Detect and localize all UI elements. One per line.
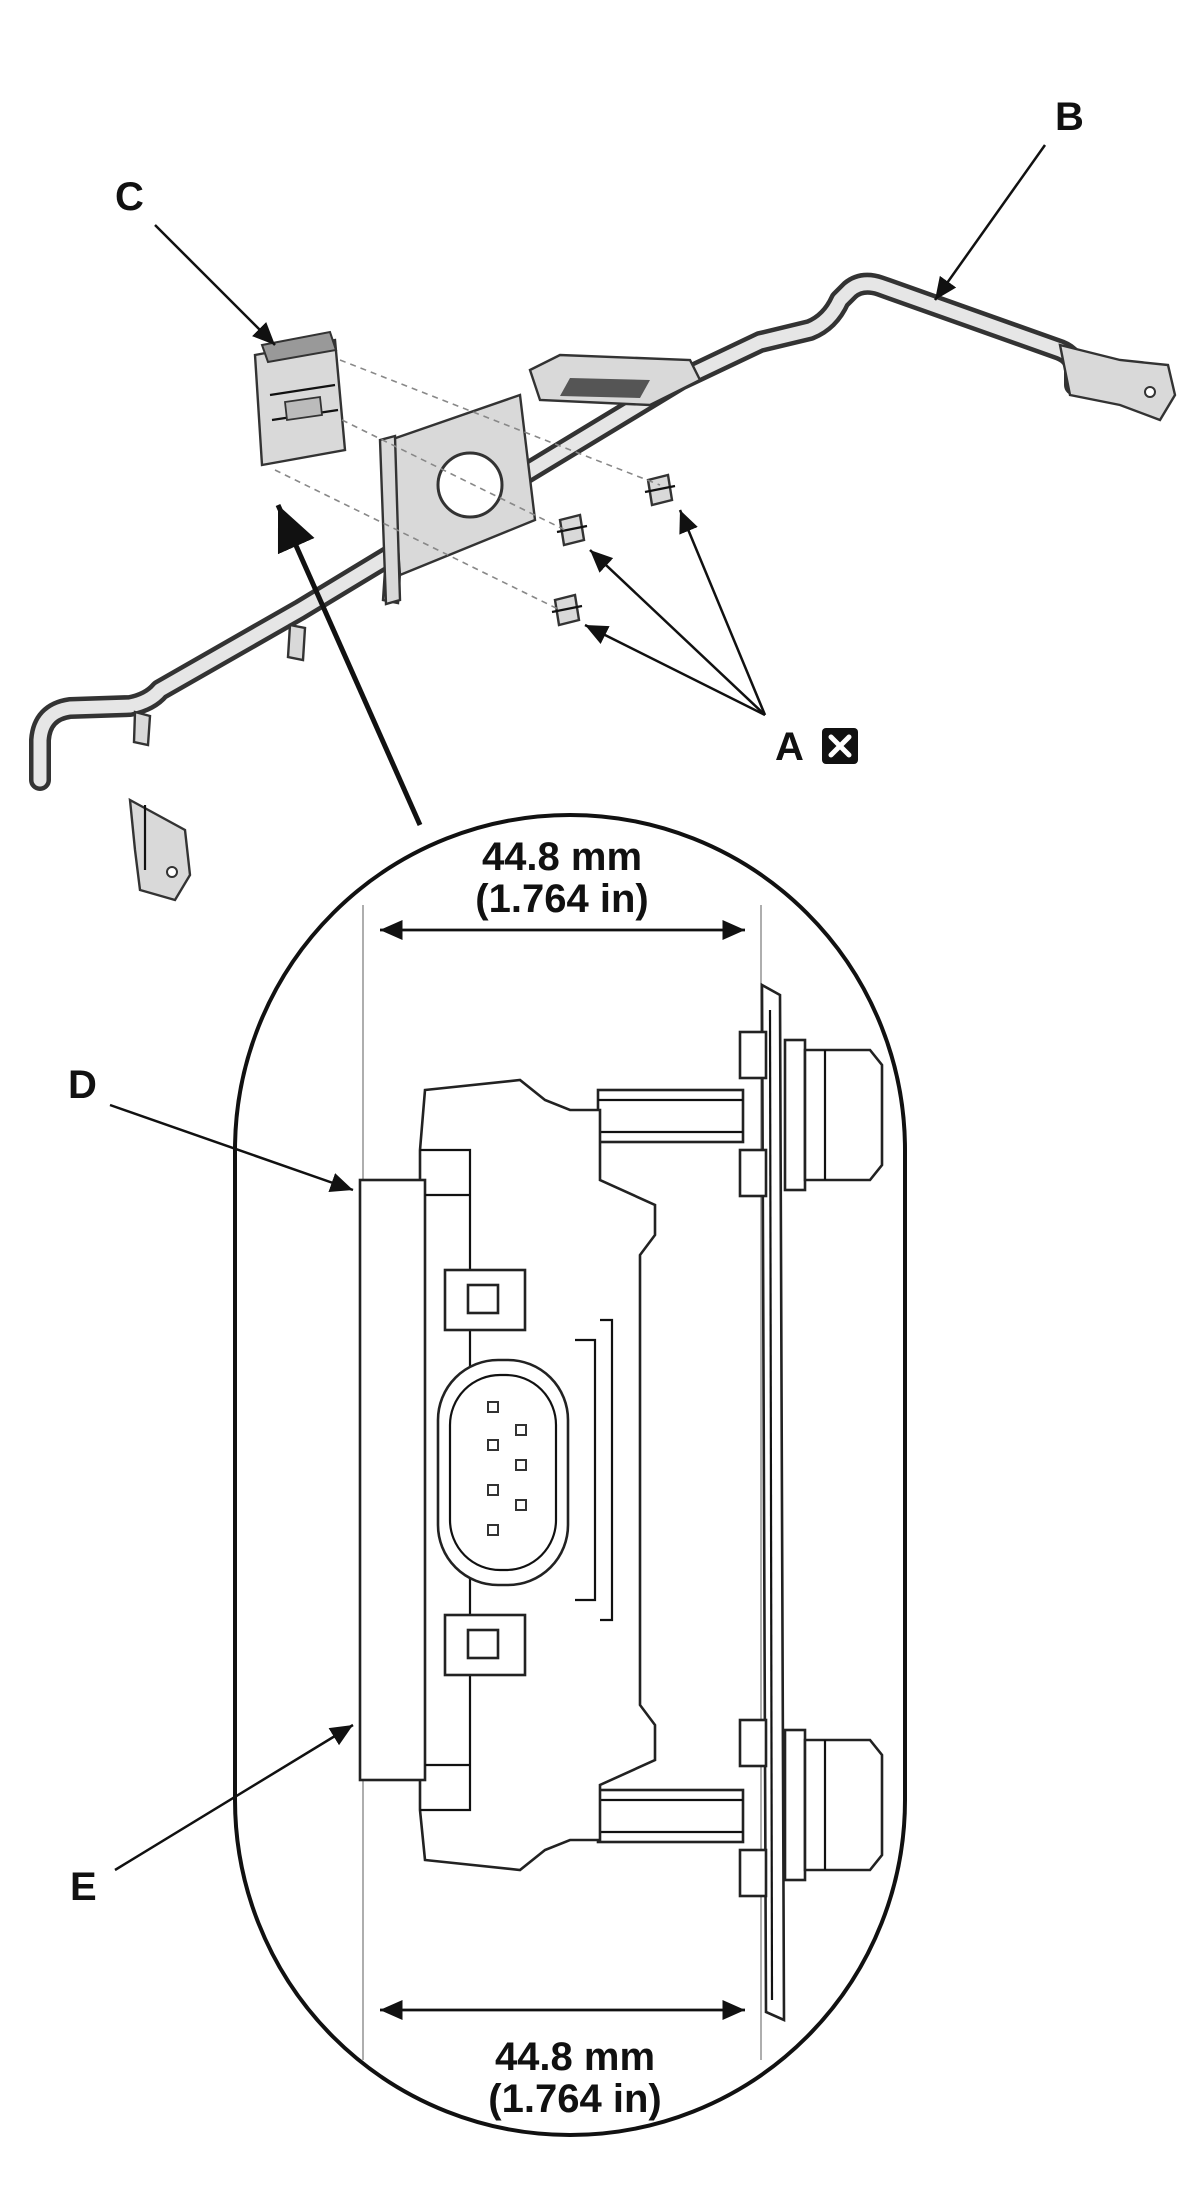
clip-middle [556,513,588,547]
leader-d [109,1103,354,1193]
upper-bolt [596,1030,884,1198]
sensor-unit [253,330,347,467]
leader-e [114,1723,354,1872]
bracket-assembly [29,272,1177,902]
callout-d: D [68,1063,97,1107]
leader-lines [109,144,1047,1872]
right-mount-plate [1058,343,1177,422]
detail-view-frame [233,813,907,2137]
top-dimension-in: (1.764 in) [475,877,648,921]
bottom-dimension-mm: 44.8 mm [495,2035,655,2079]
bottom-dimension-in: (1.764 in) [488,2077,661,2121]
detail-view [233,813,907,2137]
callout-e: E [70,1865,97,1909]
detail-pointer [275,503,423,827]
callout-a: A [775,725,804,769]
clip-bottom [551,593,583,627]
lower-bolt [596,1718,884,1898]
callout-c: C [115,175,144,219]
terminal-cavity [436,1358,570,1587]
left-mount-plate [128,797,192,902]
clip-top [644,473,676,507]
leader-c [154,224,276,346]
x-box-icon [822,728,858,764]
top-dimension-mm: 44.8 mm [482,835,642,879]
leader-b [933,144,1047,301]
leader-a2 [589,549,766,716]
callout-b: B [1055,95,1084,139]
sensor-face [358,1178,427,1782]
leader-a1 [678,509,767,716]
bracket-plate-section [760,982,786,2023]
leader-a3 [584,623,766,717]
